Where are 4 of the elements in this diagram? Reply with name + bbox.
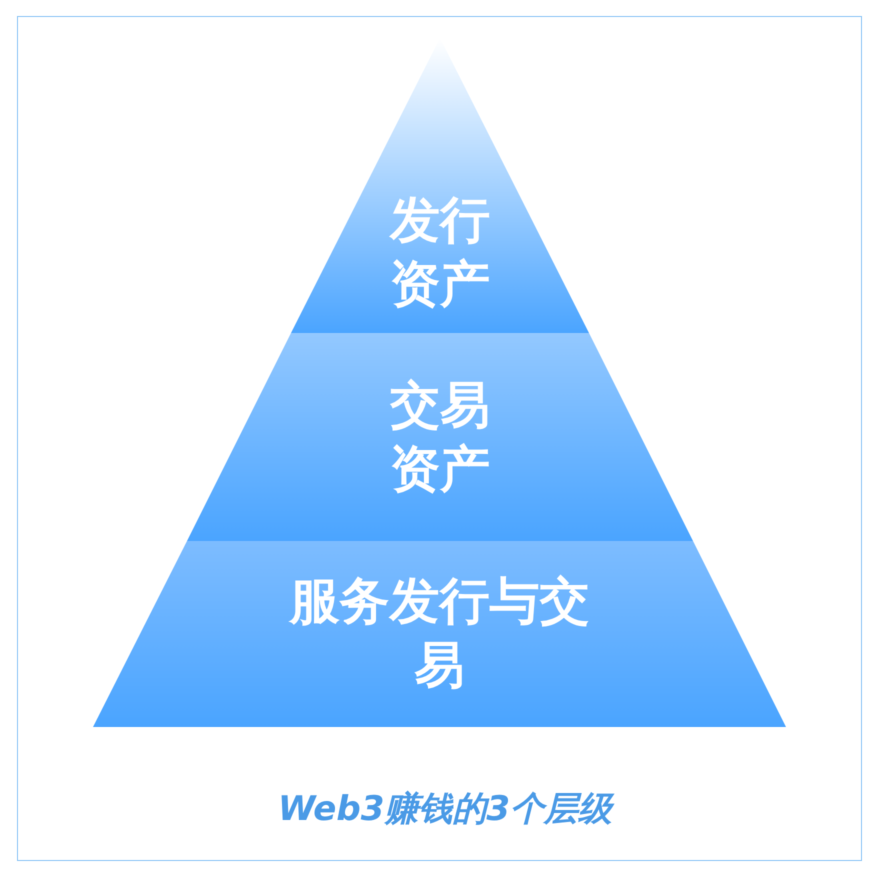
tier-label: 发行资产 bbox=[388, 190, 491, 315]
tier-label: 服务发行与交易 bbox=[288, 571, 590, 696]
tier-label: 交易资产 bbox=[389, 375, 491, 500]
caption: Web3赚钱的3个层级 bbox=[276, 788, 616, 831]
